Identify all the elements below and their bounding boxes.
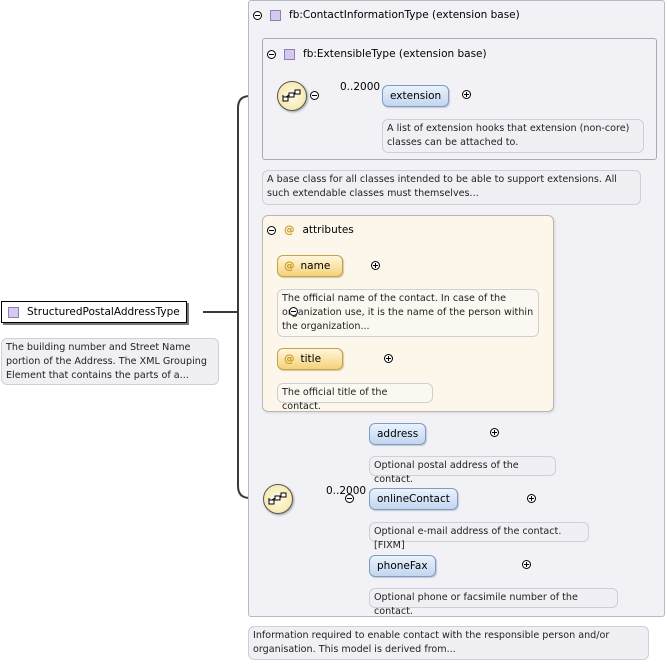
address-doc-text: Optional postal address of the contact.: [374, 460, 519, 485]
expand-title-icon[interactable]: [383, 354, 393, 363]
element-online-contact-label: onlineContact: [377, 493, 450, 505]
online-contact-doc-text: Optional e-mail address of the contact.[…: [374, 526, 562, 551]
phone-fax-doc: Optional phone or facsimile number of th…: [369, 588, 618, 617]
contact-type-doc-text: Information required to enable contact w…: [253, 630, 610, 655]
attribute-icon: @: [284, 353, 295, 365]
attributes-title: attributes: [302, 224, 354, 236]
extensible-type-doc-text: A base class for all classes intended to…: [267, 174, 617, 199]
root-type-box[interactable]: StructuredPostalAddressType: [1, 301, 187, 323]
sequence-multiplicity: 0..2000: [340, 81, 381, 93]
attribute-name[interactable]: @ name: [277, 255, 343, 277]
element-phone-fax[interactable]: phoneFax: [369, 555, 436, 577]
extensible-type-doc: A base class for all classes intended to…: [262, 170, 641, 205]
collapse-icon[interactable]: [267, 49, 276, 59]
complex-type-icon: [8, 306, 19, 318]
attribute-name-label: name: [300, 260, 331, 272]
sequence-collapse-icon[interactable]: [310, 91, 319, 100]
choice-collapse-icon[interactable]: [344, 494, 354, 503]
sequence-compositor[interactable]: [277, 81, 307, 111]
attribute-name-doc: The official name of the contact. In cas…: [277, 289, 539, 337]
contact-type-title: fb:ContactInformationType (extension bas…: [289, 9, 520, 21]
root-type-name: StructuredPostalAddressType: [27, 306, 180, 318]
root-collapse-icon[interactable]: [288, 307, 298, 316]
element-address-label: address: [377, 428, 419, 440]
attribute-title[interactable]: @ title: [277, 348, 343, 370]
choice-compositor[interactable]: [263, 484, 293, 514]
collapse-icon[interactable]: [253, 10, 262, 20]
element-phone-fax-label: phoneFax: [377, 560, 428, 572]
element-address[interactable]: address: [369, 423, 427, 445]
expand-phone-fax-icon[interactable]: [522, 560, 532, 569]
expand-name-icon[interactable]: [371, 261, 381, 270]
collapse-icon[interactable]: [267, 225, 276, 235]
extension-doc-text: A list of extension hooks that extension…: [387, 123, 630, 148]
online-contact-doc: Optional e-mail address of the contact.[…: [369, 522, 589, 551]
choice-icon: [268, 492, 287, 505]
contact-type-title-row: fb:ContactInformationType (extension bas…: [253, 9, 520, 21]
element-online-contact[interactable]: onlineContact: [369, 488, 458, 510]
root-doc: The building number and Street Name port…: [1, 338, 219, 385]
extensible-type-title-row: fb:ExtensibleType (extension base): [267, 48, 487, 60]
attribute-icon: @: [284, 260, 295, 272]
element-extension-label: extension: [390, 90, 442, 102]
phone-fax-doc-text: Optional phone or facsimile number of th…: [374, 592, 578, 617]
complex-type-icon: [270, 9, 281, 21]
attribute-title-doc: The official title of the contact.: [277, 383, 433, 412]
attribute-icon: @: [284, 224, 295, 236]
extensible-type-title: fb:ExtensibleType (extension base): [303, 48, 487, 60]
choice-multiplicity: 0..2000: [326, 485, 367, 497]
root-doc-text: The building number and Street Name port…: [6, 342, 207, 381]
expand-online-contact-icon[interactable]: [527, 494, 537, 503]
sequence-icon: [282, 89, 301, 102]
address-doc: Optional postal address of the contact.: [369, 456, 556, 485]
attribute-name-doc-text: The official name of the contact. In cas…: [282, 293, 534, 332]
expand-address-icon[interactable]: [489, 428, 499, 437]
extension-doc: A list of extension hooks that extension…: [382, 119, 644, 153]
complex-type-icon: [284, 48, 295, 60]
contact-type-doc: Information required to enable contact w…: [248, 626, 649, 660]
attribute-title-doc-text: The official title of the contact.: [282, 387, 388, 412]
expand-extension-icon[interactable]: [462, 90, 472, 99]
attributes-title-row: @ attributes: [267, 224, 354, 236]
element-extension[interactable]: extension: [382, 85, 450, 107]
attribute-title-label: title: [300, 353, 322, 365]
